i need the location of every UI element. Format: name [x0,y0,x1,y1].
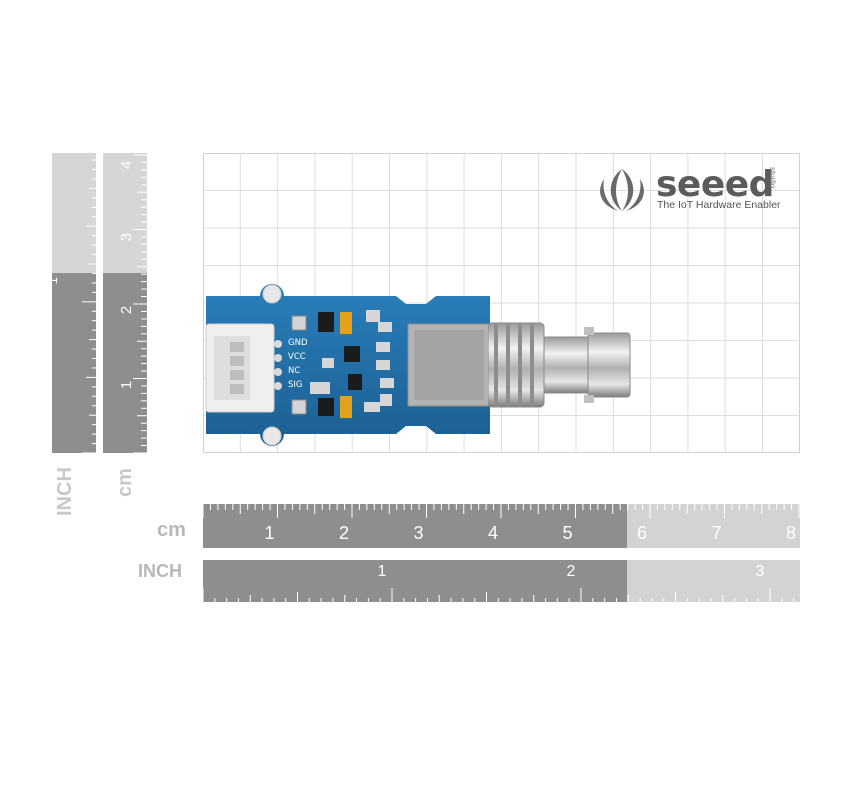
ruler-cm-number: 3 [118,233,135,241]
seeed-logo: seeed The IoT Hardware Enabler studio [594,165,794,215]
ruler-cm-number: 4 [118,161,135,169]
ruler-cm-number: 4 [488,523,498,543]
ruler-cm-number: 8 [786,523,796,543]
ruler-cm-number: 5 [562,523,572,543]
ruler-cm-number: 1 [264,523,274,543]
ruler-inch-number: 2 [567,563,576,580]
ruler-cm-number: 1 [118,381,135,389]
left-inch-label: INCH [54,467,76,516]
left-cm-label: cm [114,468,136,497]
ruler-cm-number: 2 [339,523,349,543]
pin-label-sig: SIG [288,380,303,390]
ruler-cm-number: 6 [637,523,647,543]
pin-label-nc: NC [288,366,301,376]
seeed-flame-icon [600,169,644,211]
bottom-ruler: 1 2 3 4 5 6 7 8 1 2 3 [203,504,800,602]
bottom-inch-label: INCH [138,561,182,581]
logo-tagline: The IoT Hardware Enabler [657,199,781,211]
grid-border [203,153,800,453]
bottom-cm-label: cm [157,519,186,541]
bnc-connector [488,322,631,408]
ruler-cm-number: 2 [118,306,135,314]
ruler-inch-number: 3 [756,563,765,580]
ruler-cm-number: 3 [413,523,423,543]
ruler-cm-number: 7 [711,523,721,543]
ruler-inch-number: 1 [52,277,60,284]
left-ruler: 1 1 2 3 4 [52,153,147,453]
ruler-inch-number: 1 [378,563,387,580]
logo-brand: seeed [656,164,774,205]
pin-label-gnd: GND [288,338,308,348]
pin-label-vcc: VCC [288,352,306,362]
grove-pcb [205,284,491,446]
logo-studio: studio [768,167,777,189]
